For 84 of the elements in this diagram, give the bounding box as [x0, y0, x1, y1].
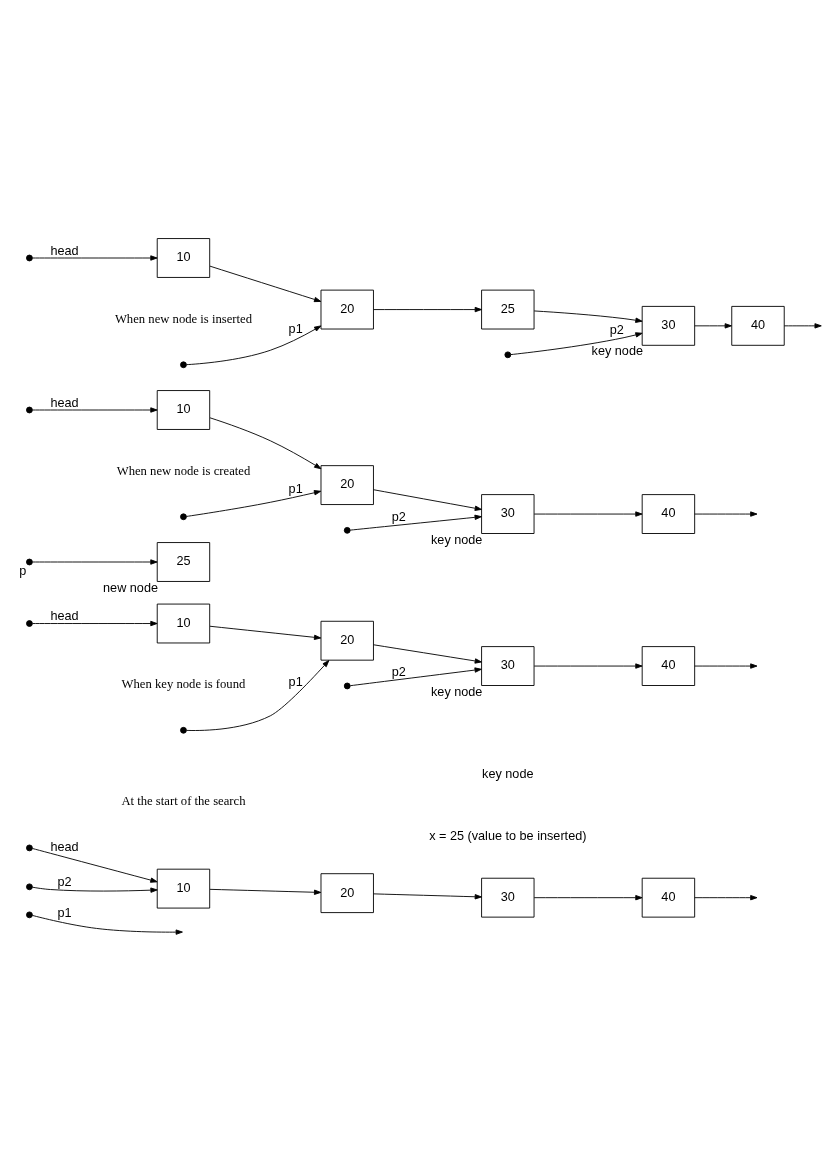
arrow	[373, 893, 482, 900]
edge-label: p1	[57, 905, 72, 920]
node-box: 30	[481, 494, 535, 534]
arrow	[32, 407, 158, 413]
label: When new node is created	[116, 463, 251, 478]
label: At the start of the search	[121, 794, 246, 809]
label: x = 25 (value to be inserted)	[429, 828, 587, 843]
node-label: key node	[591, 344, 643, 359]
node-label: new node	[103, 580, 158, 595]
node-box: 30	[481, 877, 535, 918]
arrow	[32, 848, 158, 883]
arrow	[349, 514, 482, 531]
node-box: 40	[731, 305, 785, 346]
node-circle	[180, 513, 187, 521]
node-circle	[26, 911, 33, 919]
arrow	[209, 265, 322, 303]
node-box: 10	[156, 390, 211, 430]
node-label: p	[19, 564, 27, 579]
node-box: 20	[320, 465, 374, 505]
node-circle	[504, 351, 512, 359]
edge-label: head	[50, 609, 79, 624]
arrow	[533, 663, 643, 669]
node-circle	[343, 682, 351, 690]
arrow	[783, 323, 822, 329]
node-box: 20	[320, 289, 374, 330]
node-circle	[26, 558, 33, 566]
arrow	[209, 625, 322, 640]
node-label: key node	[431, 684, 483, 699]
node-circle	[180, 361, 187, 369]
node-box: 10	[156, 238, 211, 278]
node-box: 30	[641, 305, 696, 346]
node-box: 40	[641, 646, 696, 686]
arrow	[31, 914, 183, 935]
edge-label: p1	[288, 322, 303, 337]
edge-label: p2	[609, 323, 624, 338]
label: key node	[482, 766, 534, 781]
node-circle	[26, 620, 33, 627]
arrow	[694, 663, 758, 669]
edge-label: p2	[391, 665, 406, 680]
node-box: 20	[320, 873, 374, 914]
arrow	[209, 417, 322, 470]
arrow	[373, 644, 482, 664]
edge-label: p1	[288, 481, 303, 496]
node-box: 25	[481, 289, 535, 330]
node-box: 40	[641, 877, 696, 918]
node-label: key node	[431, 532, 483, 547]
arrow	[694, 895, 758, 901]
edge-label: p1	[288, 675, 303, 690]
arrow	[510, 332, 643, 356]
arrow	[373, 306, 482, 313]
edge-label: p2	[57, 875, 72, 890]
arrow	[373, 489, 482, 511]
arrow	[186, 325, 322, 366]
arrow	[349, 667, 482, 687]
edge-label: head	[50, 243, 79, 258]
node-circle	[26, 883, 33, 891]
arrow	[186, 490, 322, 517]
arrow	[694, 511, 758, 517]
label: When key node is found	[121, 677, 246, 692]
node-box: 20	[320, 620, 374, 661]
arrow	[694, 323, 732, 329]
arrow	[32, 886, 158, 893]
arrow	[533, 511, 643, 517]
node-box: 10	[156, 868, 211, 909]
node-circle	[343, 526, 351, 534]
edge-label: head	[50, 839, 79, 854]
edge-label: head	[50, 395, 79, 410]
node-box: 30	[481, 646, 535, 686]
arrow	[209, 888, 322, 895]
node-box: 25	[156, 542, 211, 582]
edge-label: p2	[391, 510, 406, 525]
node-circle	[26, 254, 33, 262]
node-box: 40	[641, 494, 696, 534]
node-circle	[26, 844, 33, 852]
arrow	[533, 895, 643, 901]
node-circle	[26, 406, 33, 414]
arrow	[186, 660, 330, 731]
arrow	[32, 559, 158, 565]
label: When new node is inserted	[114, 311, 252, 326]
arrow	[533, 310, 643, 323]
arrow	[32, 255, 158, 261]
arrow	[32, 620, 158, 627]
node-box: 10	[156, 603, 211, 644]
node-circle	[180, 726, 187, 734]
